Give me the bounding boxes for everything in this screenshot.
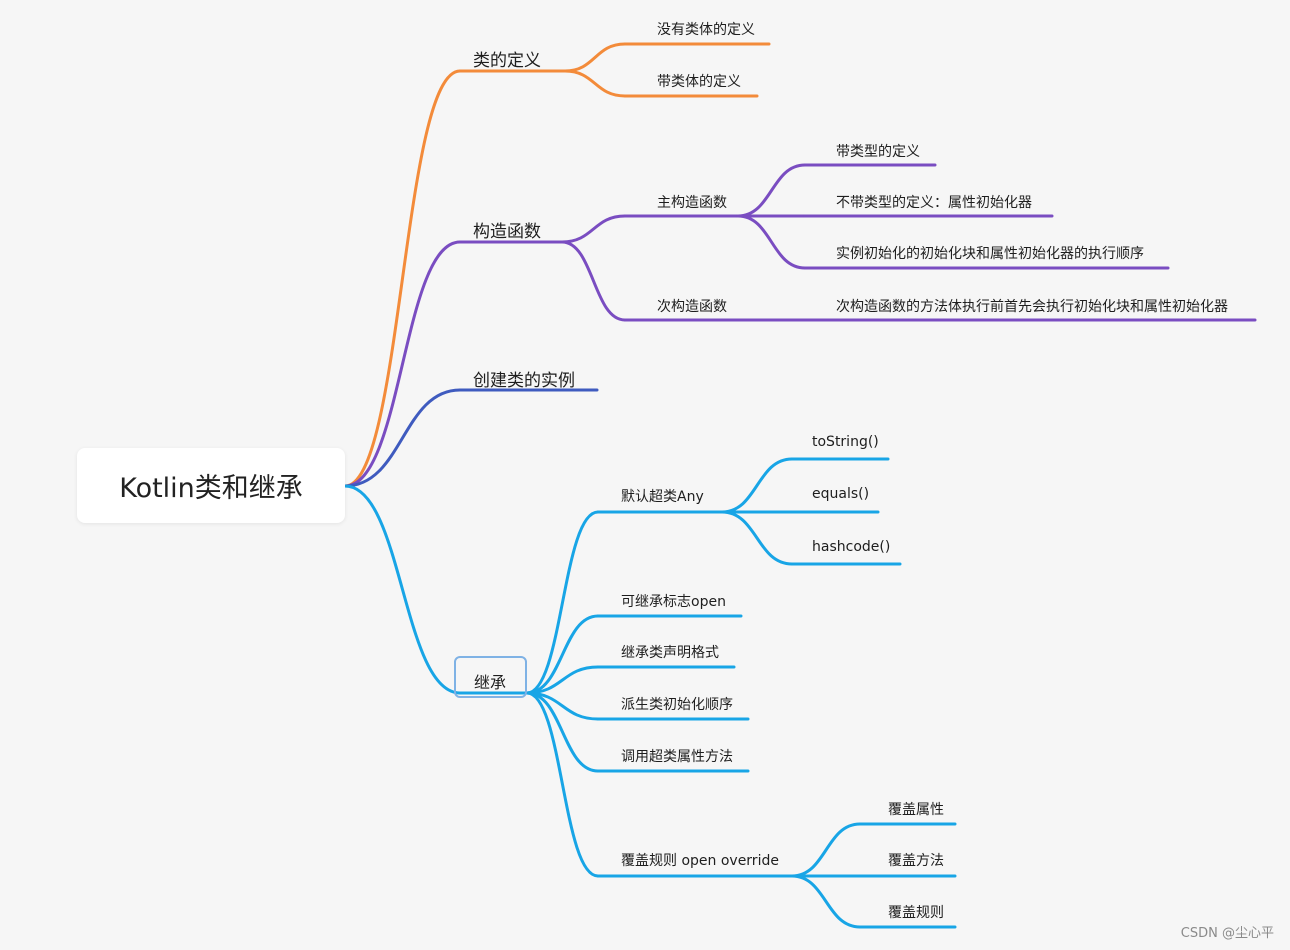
link-call-super [525, 691, 600, 773]
node-class-def-no-body[interactable]: 没有类体的定义 [657, 22, 755, 38]
link-root-inheritance [343, 484, 462, 695]
link-hashcode [720, 510, 794, 566]
link-typed [736, 163, 807, 218]
node-constructors[interactable]: 构造函数 [473, 222, 541, 242]
link-class-def-with-body [563, 69, 627, 98]
link-root-constructor [343, 240, 462, 488]
root-label: Kotlin类和继承 [119, 473, 303, 504]
node-declaration-format[interactable]: 继承类声明格式 [621, 645, 719, 661]
link-root-class-def [343, 69, 462, 488]
link-class-def-no-body [563, 42, 627, 73]
node-call-super-members[interactable]: 调用超类属性方法 [621, 749, 733, 765]
node-init-order[interactable]: 实例初始化的初始化块和属性初始化器的执行顺序 [836, 246, 1144, 262]
root-node[interactable]: Kotlin类和继承 [77, 448, 345, 523]
node-inheritance[interactable]: 继承 [474, 673, 507, 692]
node-derived-init-order[interactable]: 派生类初始化顺序 [621, 697, 733, 713]
inheritance-selection-frame[interactable] [454, 656, 527, 698]
link-override-property [790, 822, 862, 878]
node-untyped-definition[interactable]: 不带类型的定义：属性初始化器 [836, 195, 1032, 211]
node-class-definition[interactable]: 类的定义 [473, 51, 541, 71]
node-typed-definition[interactable]: 带类型的定义 [836, 144, 920, 160]
node-open-flag[interactable]: 可继承标志open [621, 594, 726, 610]
node-override-property[interactable]: 覆盖属性 [888, 802, 944, 818]
node-create-instance[interactable]: 创建类的实例 [473, 371, 575, 391]
node-override-rule[interactable]: 覆盖规则 [888, 905, 944, 921]
node-primary-constructor[interactable]: 主构造函数 [657, 195, 727, 211]
node-tostring[interactable]: toString() [812, 434, 879, 450]
link-secondary [560, 240, 627, 322]
node-override-rules[interactable]: 覆盖规则 open override [621, 853, 779, 869]
link-override [525, 691, 600, 878]
node-equals[interactable]: equals() [812, 486, 870, 502]
link-open-flag [525, 614, 600, 695]
node-class-def-with-body[interactable]: 带类体的定义 [657, 74, 741, 90]
node-default-superclass-any[interactable]: 默认超类Any [621, 489, 704, 505]
link-any [525, 510, 600, 695]
link-primary [560, 214, 627, 244]
link-tostring [720, 457, 794, 514]
node-override-method[interactable]: 覆盖方法 [888, 853, 944, 869]
link-init-order [736, 214, 807, 270]
node-secondary-init-note[interactable]: 次构造函数的方法体执行前首先会执行初始化块和属性初始化器 [836, 299, 1228, 315]
link-root-instance [343, 388, 462, 488]
link-override-rule [790, 874, 862, 929]
node-secondary-constructor[interactable]: 次构造函数 [657, 299, 727, 315]
watermark: CSDN @尘心平 [1180, 926, 1274, 941]
node-hashcode[interactable]: hashcode() [812, 539, 891, 555]
